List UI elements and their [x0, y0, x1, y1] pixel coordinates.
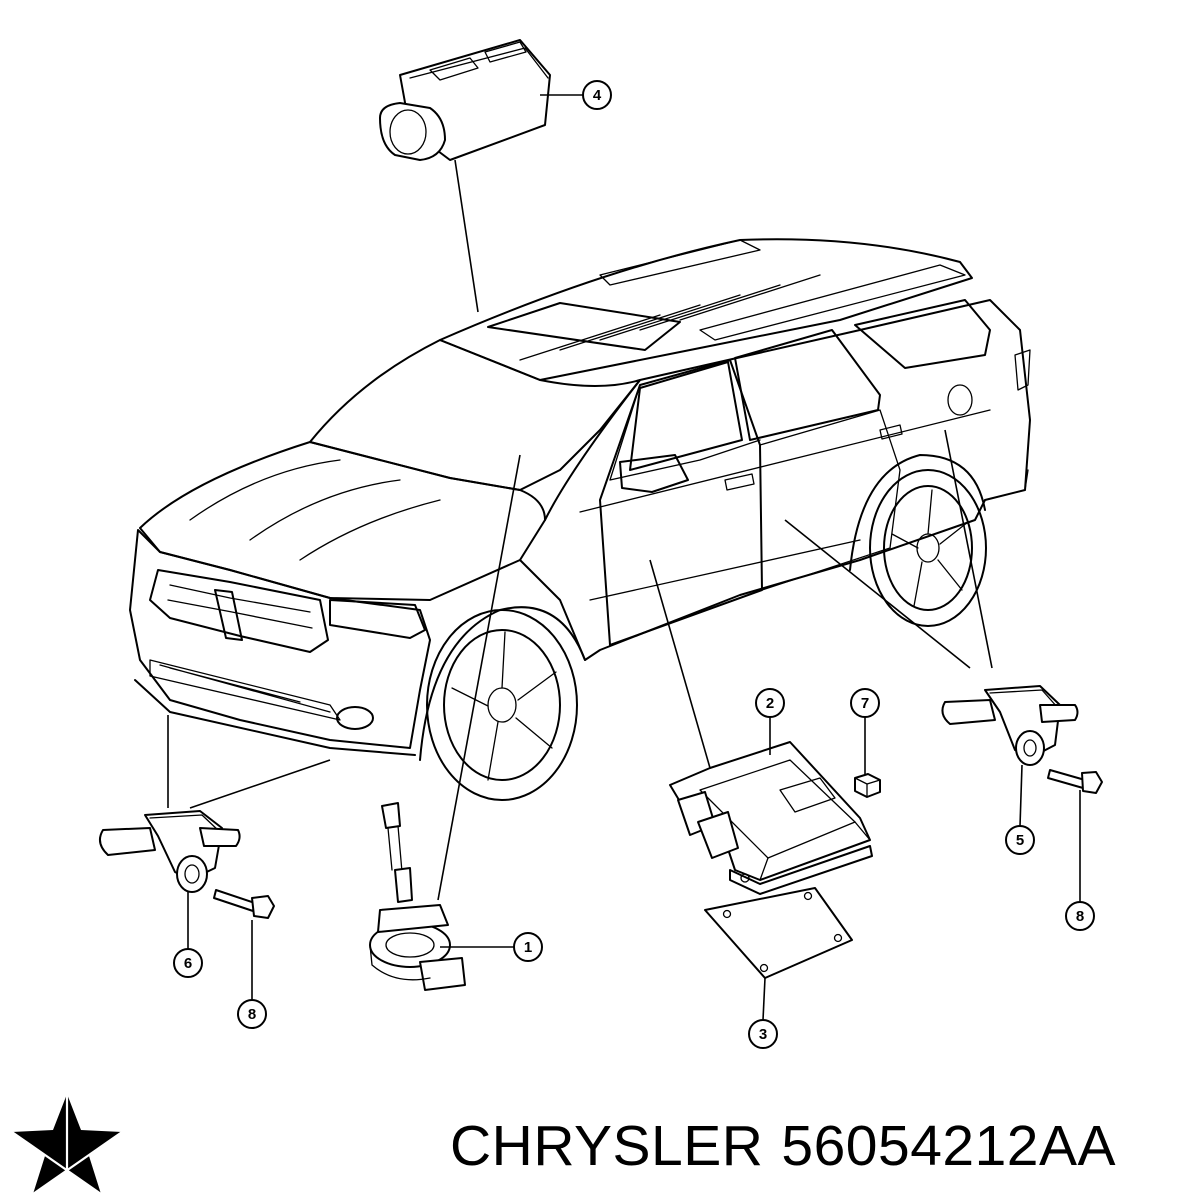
callout-1: 1 [513, 932, 543, 962]
bolt-8-right [1047, 769, 1103, 794]
part-caption: CHRYSLER 56054212AA [450, 1108, 1190, 1184]
part-5-sensor [941, 685, 1079, 766]
part-1-clockspring [369, 802, 466, 991]
callout-5-label: 5 [1016, 832, 1024, 849]
callout-2: 2 [755, 688, 785, 718]
callout-5: 5 [1005, 825, 1035, 855]
bolt-8-left [213, 889, 275, 919]
part-7-nut [854, 773, 881, 798]
callout-8-left: 8 [237, 999, 267, 1029]
callout-8-right-label: 8 [1076, 908, 1084, 925]
callout-7: 7 [850, 688, 880, 718]
vehicle-illustration [129, 238, 1031, 801]
callout-8-left-label: 8 [248, 1006, 256, 1023]
part-4-sensor [379, 39, 551, 161]
part-3-plate [704, 887, 853, 979]
part-6-sensor [98, 810, 241, 893]
part-number: 56054212AA [781, 1114, 1117, 1178]
chrysler-pentastar-icon [8, 1090, 126, 1198]
callout-2-label: 2 [766, 695, 774, 712]
callout-1-label: 1 [524, 939, 532, 956]
callout-8-right: 8 [1065, 901, 1095, 931]
callout-6-label: 6 [184, 955, 192, 972]
callout-4: 4 [582, 80, 612, 110]
part-2-control-module [669, 741, 873, 895]
callout-4-label: 4 [593, 87, 602, 104]
callout-3-label: 3 [759, 1026, 767, 1043]
callout-7-label: 7 [861, 695, 869, 712]
brand-name: CHRYSLER [450, 1114, 764, 1178]
callout-6: 6 [173, 948, 203, 978]
leader-lines [167, 94, 1081, 1021]
callout-3: 3 [748, 1019, 778, 1049]
